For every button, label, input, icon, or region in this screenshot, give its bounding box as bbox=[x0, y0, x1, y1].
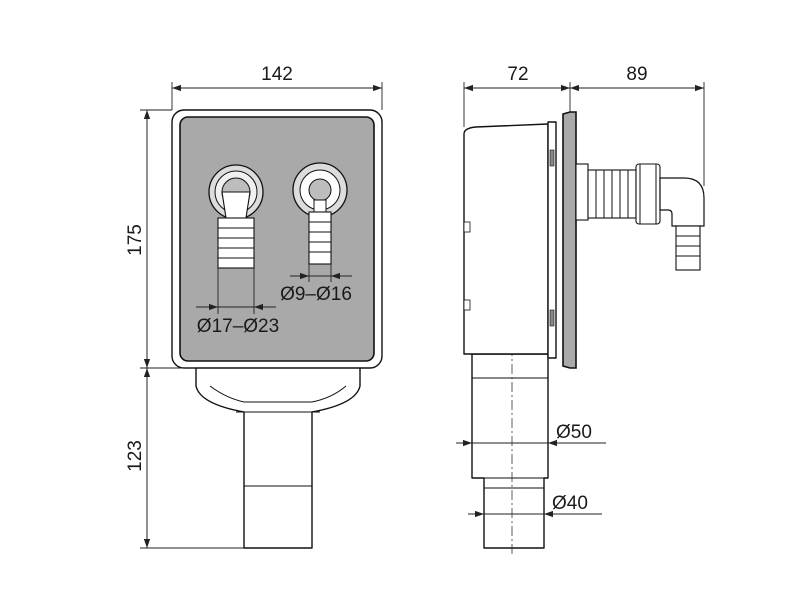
side-view: 72 89 Ø50 Ø40 bbox=[456, 64, 705, 556]
dim-side-depth: 72 bbox=[507, 64, 528, 85]
side-outlet-fitting bbox=[575, 163, 705, 271]
side-plate bbox=[562, 111, 577, 369]
side-drain-pipe bbox=[471, 353, 549, 549]
dim-box-height: 175 bbox=[125, 224, 146, 256]
dim-front-width: 142 bbox=[261, 64, 293, 85]
front-view: 142 175 123 Ø17–Ø23 Ø9–Ø16 bbox=[125, 64, 383, 549]
front-drain-body bbox=[195, 365, 361, 549]
dim-pipe-height: 123 bbox=[125, 440, 146, 472]
left-hose-connector bbox=[208, 164, 264, 269]
dim-pipe-upper: Ø50 bbox=[556, 422, 592, 443]
dim-right-hose: Ø9–Ø16 bbox=[280, 284, 352, 305]
right-hose-connector bbox=[292, 162, 348, 265]
dim-pipe-lower: Ø40 bbox=[552, 493, 588, 514]
dim-left-hose: Ø17–Ø23 bbox=[197, 316, 279, 337]
dim-outlet-depth: 89 bbox=[626, 64, 647, 85]
side-box-body bbox=[463, 123, 549, 355]
